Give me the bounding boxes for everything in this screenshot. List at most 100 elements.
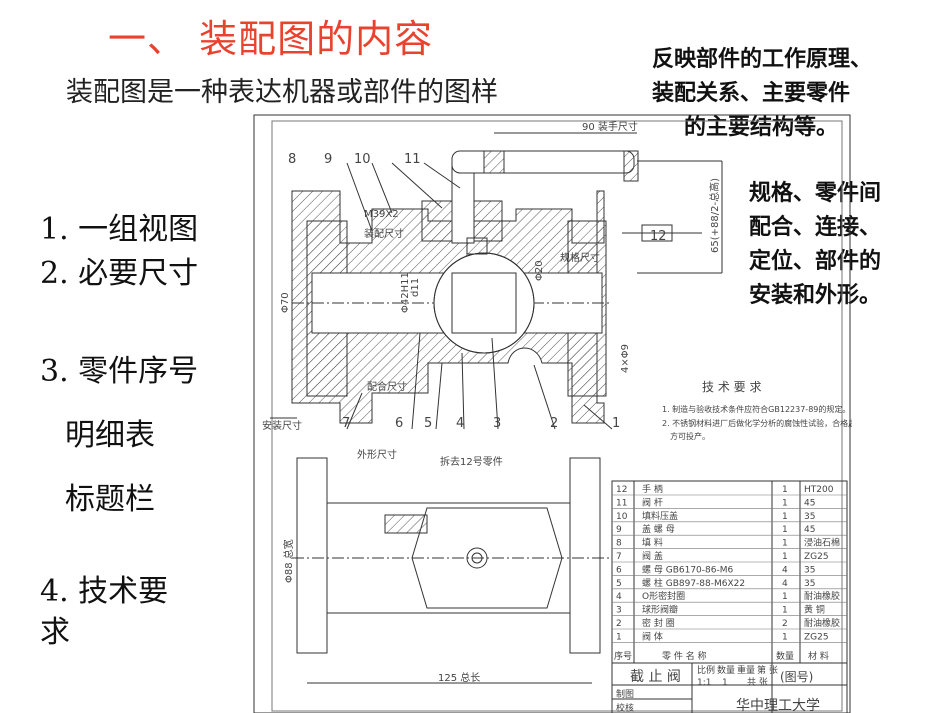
bom-cell: 阀 杆 (642, 496, 663, 508)
bom-header: 数量 (776, 650, 794, 662)
bom-cell: HT200 (804, 485, 834, 495)
note-line: 的主要结构等。 (684, 115, 839, 140)
title-cell: 1:1 (697, 678, 711, 688)
note-line: 规格、零件间 (749, 181, 882, 206)
bom-cell: 9 (616, 525, 622, 535)
bom-cell: 12 (616, 485, 627, 495)
part-label: 4 (456, 416, 464, 431)
checked-by: 校核 (616, 702, 634, 713)
list-item: 4. 技术要 (40, 574, 169, 609)
list-item: 3. 零件序号 (40, 354, 199, 389)
title-cell: 重量 (737, 664, 755, 676)
bom-cell: 1 (782, 485, 788, 495)
bom-cell: 1 (782, 498, 788, 508)
bom-cell: 4 (782, 565, 788, 575)
drawing-number: (图号) (780, 670, 813, 684)
made-by: 制图 (616, 688, 634, 700)
list-item: 求 (40, 615, 70, 650)
note-line: 配合、连接、 (749, 215, 882, 240)
page-title: 一、 装配图的内容 (108, 17, 434, 61)
dim-handle-length: 90 装手尺寸 (582, 120, 638, 133)
bom-cell: 1 (782, 552, 788, 562)
part-label: 11 (404, 152, 421, 167)
school-name: 华中理工大学 (736, 698, 820, 713)
part-label: 3 (493, 416, 501, 431)
bom-cell: 7 (616, 552, 622, 562)
bom-cell: 6 (616, 565, 622, 575)
bom-cell: 密 封 圈 (642, 617, 675, 629)
bom-cell: 球形阀瓣 (642, 604, 678, 616)
bom-cell: 3 (616, 606, 622, 616)
tech-line: 2. 不锈钢材料进厂后做化学分析的腐蚀性试验，合格后 (662, 418, 852, 428)
bom-cell: ZG25 (804, 632, 829, 642)
bom-cell: 1 (782, 539, 788, 549)
dim-fit-1: Φ42H11 (400, 272, 411, 313)
list-item: 2. 必要尺寸 (40, 256, 199, 291)
part-label: 5 (424, 416, 432, 431)
part-label: 7 (342, 416, 350, 431)
bom-cell: 螺 母 GB6170-86-M6 (642, 564, 733, 575)
bom-header: 零 件 名 称 (662, 650, 707, 662)
assembly-drawing: 90 装手尺寸 65(+88/2-总高) M39X2 装配尺寸 Φ42H11 d… (253, 114, 852, 713)
part-label: 2 (550, 416, 558, 431)
list-item: 1. 一组视图 (40, 212, 199, 247)
dim-assembly: 装配尺寸 (364, 227, 404, 240)
note-line: 反映部件的工作原理、 (652, 47, 873, 72)
removed-note: 拆去12号零件 (440, 455, 503, 468)
dim-fit-2: d11 (410, 278, 421, 297)
note-line: 定位、部件的 (749, 249, 882, 274)
list-item: 标题栏 (65, 482, 155, 517)
dim-spec-label: 规格尺寸 (560, 251, 600, 264)
dim-left-dia: Φ70 (280, 292, 291, 313)
part-label: 12 (650, 229, 667, 244)
tech-line: 1. 制造与验收技术条件应符合GB12237-89的规定。 (662, 404, 850, 414)
bom-header: 序号 (614, 650, 632, 662)
dim-total-length: 125 总长 (438, 671, 480, 684)
bom-cell: 45 (804, 498, 815, 508)
title-cell: 比例 (697, 664, 715, 676)
dim-thread: M39X2 (364, 209, 399, 220)
intro-text: 装配图是一种表达机器或部件的图样 (66, 77, 498, 108)
title-cell: 共 张 (747, 677, 768, 688)
bom-cell: 35 (804, 565, 815, 575)
bom-cell: ZG25 (804, 552, 829, 562)
dim-small: 4×Φ9 (620, 344, 631, 373)
bom-cell: 阀 体 (642, 630, 663, 642)
bom-header: 材 料 (808, 650, 829, 662)
note-line: 安装和外形。 (749, 283, 882, 308)
bom-cell: 浸油石棉 (804, 537, 840, 549)
bom-cell: 手 柄 (642, 483, 663, 495)
bom-cell: 填料压盖 (642, 510, 678, 522)
part-label: 8 (288, 152, 296, 167)
bom-cell: 1 (616, 632, 622, 642)
tech-line: 方可投产。 (670, 431, 710, 441)
dim-install-label: 安装尺寸 (262, 419, 302, 432)
bom-cell: 阀 盖 (642, 550, 663, 562)
bom-cell: 1 (782, 632, 788, 642)
dimension-note: 规格、零件间 配合、连接、 定位、部件的 安装和外形。 (749, 177, 881, 313)
bom-cell: 4 (782, 579, 788, 589)
bom-cell: 2 (782, 619, 788, 629)
title-cell: 1 (722, 678, 728, 688)
dim-height: 65(+88/2-总高) (708, 178, 721, 253)
dim-spec-value: Φ20 (534, 260, 545, 281)
bom-cell: 1 (782, 512, 788, 522)
bom-cell: 11 (616, 498, 627, 508)
bom-cell: 1 (782, 592, 788, 602)
bom-cell: 8 (616, 539, 622, 549)
part-label: 9 (324, 152, 332, 167)
bom-cell: O形密封圈 (642, 590, 685, 602)
title-cell: 数量 (717, 664, 735, 676)
bom-cell: 35 (804, 579, 815, 589)
bom-cell: 10 (616, 512, 628, 522)
bom-cell: 盖 螺 母 (642, 523, 675, 535)
drawing-frame (253, 114, 851, 713)
part-label: 6 (395, 416, 403, 431)
bom-cell: 耐油橡胶 (804, 617, 840, 629)
title-block-name: 截 止 阀 (630, 669, 681, 685)
title-cell: 第 张 (757, 664, 778, 676)
list-item: 明细表 (65, 418, 155, 453)
note-line: 装配关系、主要零件 (652, 81, 851, 106)
part-label: 10 (354, 152, 371, 167)
